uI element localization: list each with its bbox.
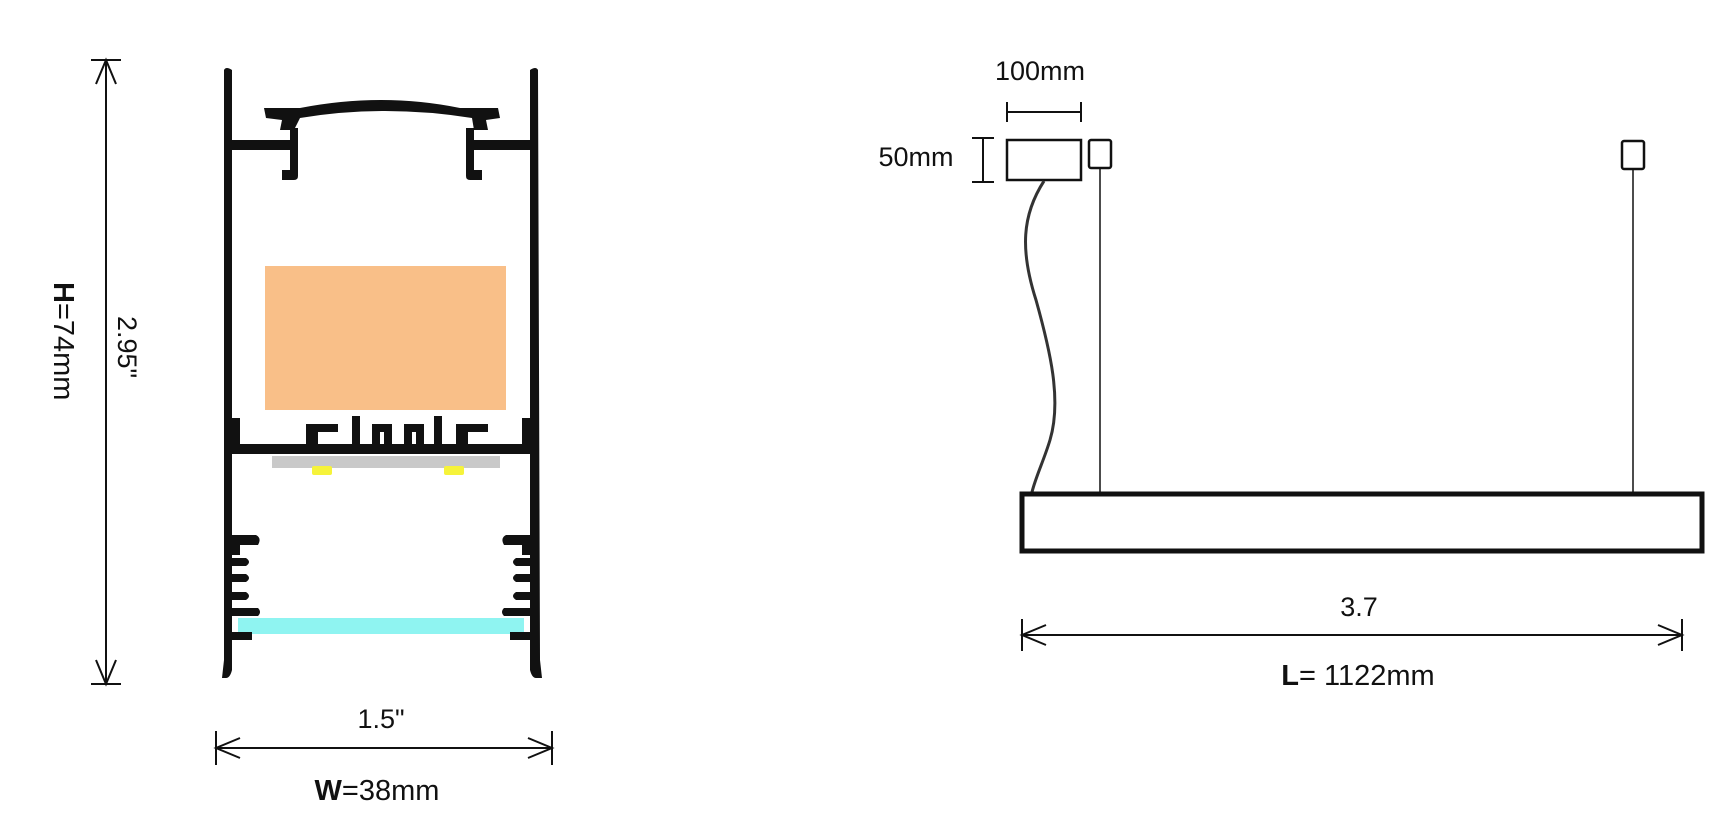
height-dimension (91, 57, 121, 687)
length-feet-label: 3.7 (1340, 592, 1378, 622)
led-chip-right (444, 466, 464, 475)
profile-top-left-clip (232, 128, 298, 180)
remote-driver-box (1005, 138, 1083, 182)
profile-led-shelf (232, 444, 530, 454)
length-dimension (1019, 619, 1685, 651)
shelf-right-stub (522, 418, 530, 446)
luminaire-body (1019, 491, 1705, 554)
height-label: H=74mm (47, 282, 79, 400)
width-dimension (213, 731, 555, 765)
fixture-side-view: 100mm 50mm 3.7 L= 1122mm (878, 56, 1705, 692)
diffuser-clip-right (510, 632, 530, 640)
height-inches-label: 2.95" (112, 316, 142, 378)
profile-top-cover (264, 100, 500, 130)
length-label: L= 1122mm (1281, 660, 1434, 692)
shelf-left-stub (232, 418, 240, 446)
profile-left-wall (222, 68, 232, 678)
driver-width-label: 100mm (995, 56, 1085, 86)
profile-right-wall (530, 68, 542, 678)
ceiling-canopy-right (1620, 139, 1646, 171)
diffuser-lens (238, 618, 524, 634)
driver-width-dimension (1006, 102, 1082, 122)
power-cable (1024, 180, 1057, 493)
profile-cross-section: H=74mm 2.95" 1.5" W=38mm (47, 57, 555, 807)
profile-top-right-clip (466, 128, 530, 180)
led-chip-left (312, 466, 332, 475)
width-inches-label: 1.5" (357, 704, 404, 734)
driver-box (265, 266, 506, 410)
profile-left-ribs (232, 535, 260, 616)
diffuser-clip-left (232, 632, 252, 640)
driver-height-label: 50mm (878, 142, 953, 172)
led-pcb (272, 456, 500, 468)
ceiling-canopy-left (1087, 138, 1113, 170)
width-label: W=38mm (315, 775, 440, 807)
driver-height-dimension (972, 137, 994, 183)
profile-right-ribs (502, 535, 530, 616)
